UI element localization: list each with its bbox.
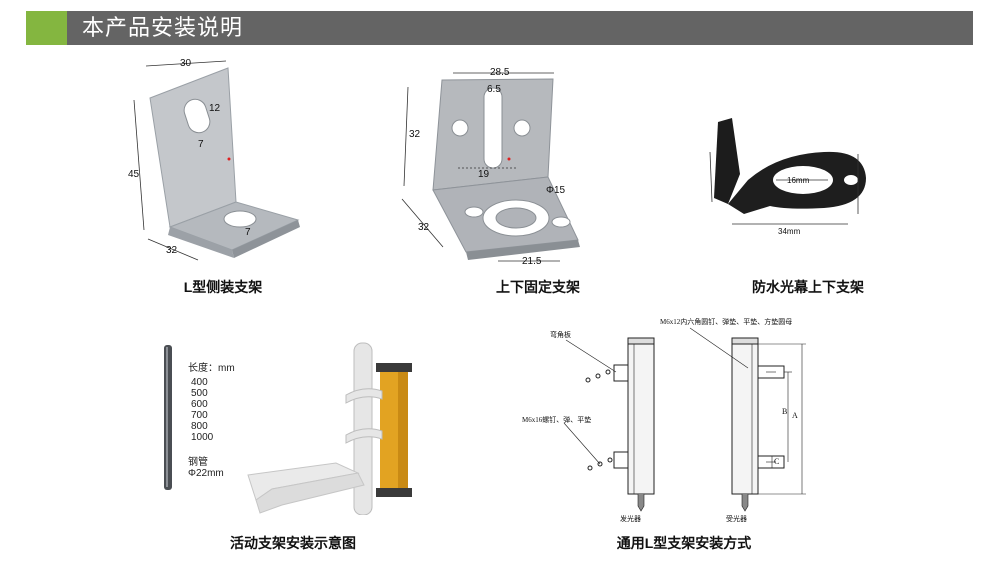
spec-diameter: Φ22mm xyxy=(188,468,224,479)
dim-slot-width: 6.5 xyxy=(487,84,501,95)
spec-length-item: 800 xyxy=(191,421,208,432)
waterproof-bracket-drawing: 24mm 16mm 29mm 34mm xyxy=(709,118,866,236)
waterproof-bracket-caption: 防水光幕上下支架 xyxy=(752,279,864,295)
dim-hole: 7 xyxy=(245,227,251,238)
dim-a-label: A xyxy=(792,411,798,420)
dim-width: 30 xyxy=(180,58,192,69)
swivel-spec-list: 长度：mm 400 500 600 700 800 1000 钢管 Φ22mm xyxy=(188,363,248,479)
spec-length-item: 600 xyxy=(191,399,208,410)
label-bottom-left: 发光器 xyxy=(620,514,641,523)
waterproof-bracket-figure: 24mm 16mm 29mm 34mm xyxy=(688,110,878,240)
general-l-drawing: A B C M6x12内六角圆钉、弹垫、平垫、方垫圆母 弯角板 M6x16螺钉、… xyxy=(522,317,806,523)
spec-length-item: 700 xyxy=(191,410,208,421)
dim-c-label: C xyxy=(774,457,779,466)
l-bracket-figure: 30 45 32 12 7 7 xyxy=(128,55,318,265)
spec-length-item: 500 xyxy=(191,388,208,399)
header-accent-block xyxy=(26,11,67,45)
dim-length: 34mm xyxy=(778,227,801,236)
swivel-bracket-caption: 活动支架安装示意图 xyxy=(230,535,356,551)
dim-height: 32 xyxy=(409,129,421,140)
dim-depth: 32 xyxy=(166,245,178,256)
l-bracket-drawing: 30 45 32 12 7 7 xyxy=(128,58,300,261)
spec-length-item: 400 xyxy=(191,377,208,388)
updown-bracket-caption: 上下固定支架 xyxy=(496,279,580,295)
label-top: M6x12内六角圆钉、弹垫、平垫、方垫圆母 xyxy=(660,317,792,326)
dim-hole-spacing: 19 xyxy=(478,169,490,180)
dim-base: 21.5 xyxy=(522,256,542,267)
section-header: 本产品安装说明 xyxy=(26,11,973,45)
label-bottom-right: 受光器 xyxy=(726,514,747,523)
updown-bracket-figure: 28.5 6.5 32 19 Φ15 32 21.5 xyxy=(398,62,588,267)
spec-material: 钢管 xyxy=(188,457,208,468)
spec-title: 长度：mm xyxy=(188,363,235,374)
dim-hole: 16mm xyxy=(787,176,810,185)
label-left-mid: M6x16螺钉、弹、平垫 xyxy=(522,415,591,424)
dim-width: 28.5 xyxy=(490,67,510,78)
swivel-bracket-figure xyxy=(150,335,430,515)
dim-height: 45 xyxy=(128,169,140,180)
updown-bracket-drawing: 28.5 6.5 32 19 Φ15 32 21.5 xyxy=(401,67,580,267)
dim-slot: 12 xyxy=(209,103,221,114)
section-title: 本产品安装说明 xyxy=(82,15,244,40)
dim-slot-width: 7 xyxy=(198,139,204,150)
dim-depth: 32 xyxy=(418,222,430,233)
dim-b-label: B xyxy=(782,407,787,416)
dim-diameter: Φ15 xyxy=(546,185,566,196)
spec-length-item: 1000 xyxy=(191,432,214,443)
general-l-caption: 通用L型支架安装方式 xyxy=(616,535,752,551)
swivel-bracket-drawing xyxy=(164,342,412,515)
label-left-top: 弯角板 xyxy=(550,330,571,339)
l-bracket-caption: L型侧装支架 xyxy=(183,279,263,295)
general-l-figure: A B C M6x12内六角圆钉、弹垫、平垫、方垫圆母 弯角板 M6x16螺钉、… xyxy=(520,310,820,525)
